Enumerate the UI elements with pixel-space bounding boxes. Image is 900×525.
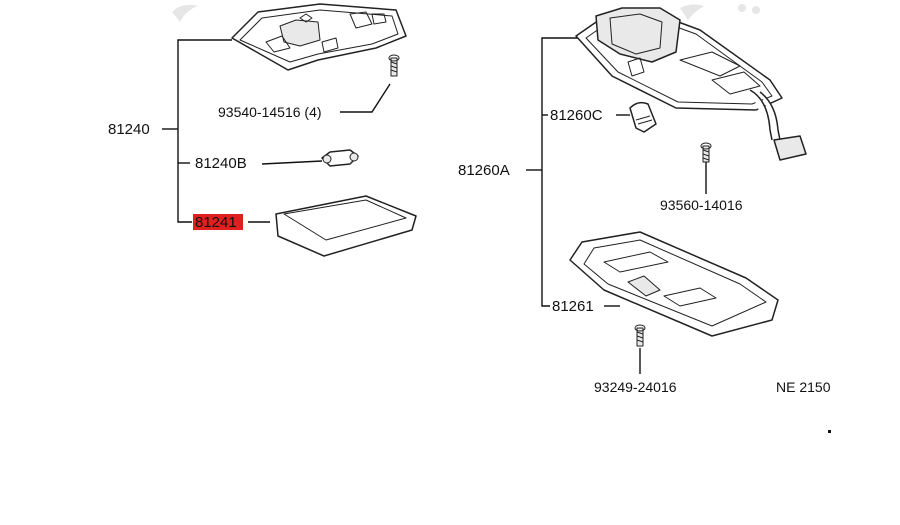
right-lower-screw-part xyxy=(634,324,646,347)
label-81240b: 81240B xyxy=(195,155,247,172)
right-bulb-part xyxy=(629,101,657,133)
left-screw-part xyxy=(388,54,400,77)
right-bracket-lines xyxy=(526,37,707,374)
top-artifact-marks xyxy=(172,4,760,22)
label-93560-14016: 93560-14016 xyxy=(660,197,743,213)
right-housing-part xyxy=(575,7,807,161)
label-81261: 81261 xyxy=(552,298,594,315)
left-bracket-lines xyxy=(162,39,391,223)
label-81260c: 81260C xyxy=(550,107,603,124)
left-lens-part xyxy=(275,195,417,257)
diagram-code: NE 2150 xyxy=(776,379,831,395)
right-lens-part xyxy=(569,231,779,337)
label-81260a: 81260A xyxy=(458,162,510,179)
left-bulb-part xyxy=(321,149,359,167)
right-screw-part xyxy=(700,142,712,163)
label-93249-24016: 93249-24016 xyxy=(594,379,677,395)
small-dot-mark xyxy=(828,430,831,433)
label-93540-14516: 93540-14516 (4) xyxy=(218,104,322,120)
left-housing-part xyxy=(231,3,407,71)
highlight-81241 xyxy=(193,214,243,230)
label-81241: 81241 xyxy=(195,214,237,231)
label-81240: 81240 xyxy=(108,121,150,138)
